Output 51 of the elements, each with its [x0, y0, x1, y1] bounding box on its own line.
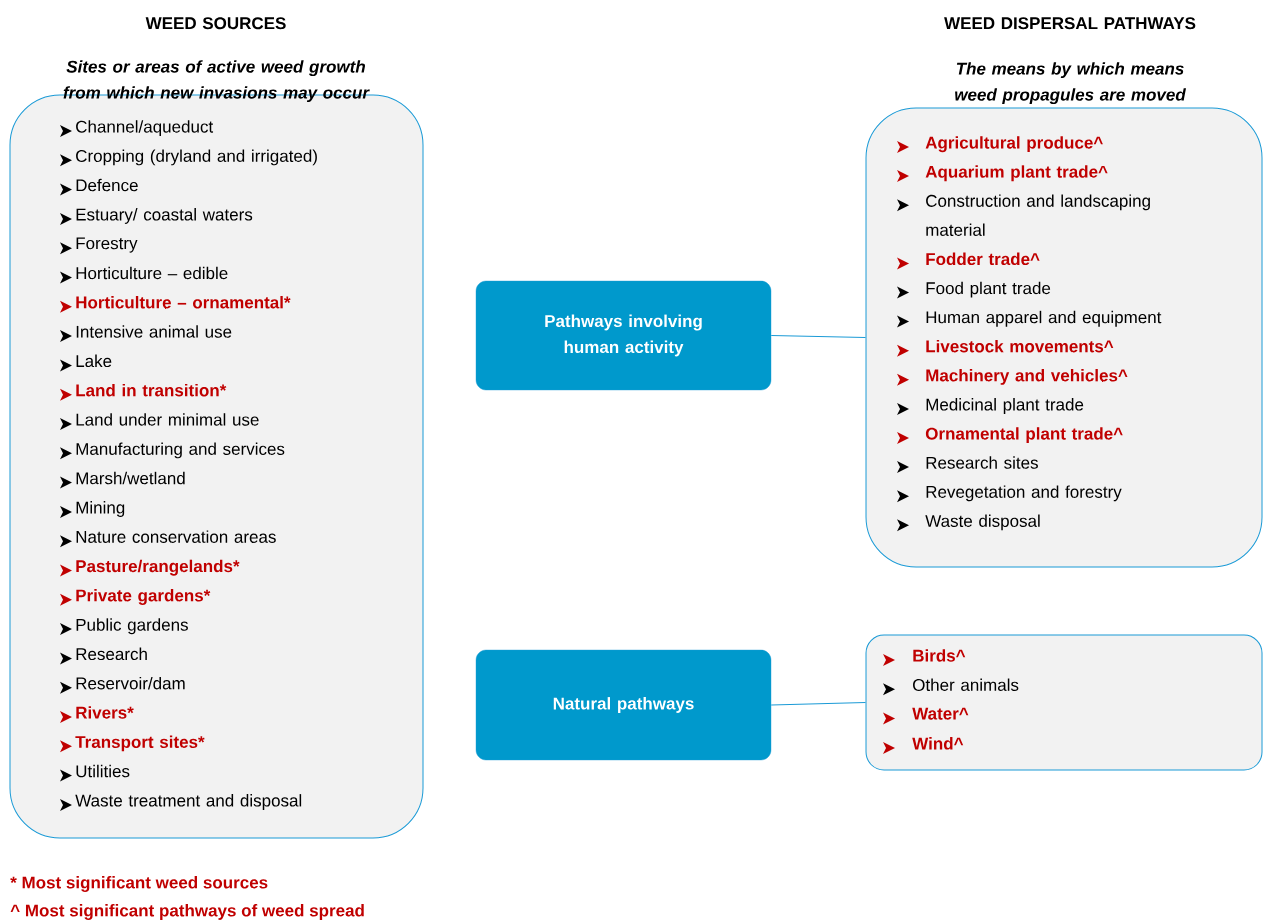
list-item: Private gardens* — [76, 589, 211, 605]
list-item: Fodder trade^ — [926, 252, 1040, 266]
list-item: Manufacturing and services — [76, 442, 285, 459]
list-item: Estuary/ coastal waters — [76, 208, 253, 224]
list-item: Food plant trade — [926, 281, 1051, 298]
list-item: Human apparel and equipment — [926, 310, 1162, 327]
list-item: Cropping (dryland and irrigated) — [76, 149, 317, 166]
list-item: Water^ — [912, 707, 969, 720]
heading: WEED SOURCES — [145, 17, 286, 30]
list-item: Revegetation and forestry — [926, 485, 1122, 502]
list-item: Pasture/rangelands* — [76, 559, 240, 576]
list-item: Rivers* — [76, 706, 134, 719]
connector-line — [770, 335, 866, 338]
list-item: Aquarium plant trade^ — [925, 165, 1108, 182]
list-item: Ornamental plant trade^ — [925, 427, 1123, 444]
list-item: Research sites — [926, 456, 1038, 469]
list-item: Machinery and vehicles^ — [926, 369, 1128, 385]
heading: WEED DISPERSAL PATHWAYS — [944, 17, 1196, 30]
list-item: Marsh/wetland — [76, 471, 185, 485]
subheading: The means by which means weed propagules are moved — [955, 62, 1186, 105]
list-item: Medicinal plant trade — [926, 398, 1084, 414]
footnote: * Most significant weed sources — [10, 876, 268, 892]
list-item: Research — [76, 647, 147, 661]
list-item: Livestock movements^ — [926, 339, 1114, 353]
list-item: Horticulture – ornamental* — [76, 296, 291, 309]
list-item: Waste treatment and disposal — [75, 794, 302, 810]
list-item: Public gardens — [76, 618, 188, 635]
list-item: Land under minimal use — [76, 413, 259, 426]
list-item: Land in transition* — [76, 383, 227, 397]
list-item: Other animals — [913, 678, 1019, 691]
process-box: Natural pathways — [475, 649, 772, 761]
subheading: Sites or areas of active weed growth from which new invasions may occur — [63, 60, 370, 103]
list-item: Birds^ — [913, 649, 966, 662]
list-item: Channel/aqueduct — [76, 120, 214, 137]
connector-line — [770, 702, 866, 706]
list-item: Horticulture – edible — [76, 266, 228, 280]
list-item: Reservoir/dam — [76, 676, 185, 690]
list-item: Utilities — [76, 764, 130, 778]
list-item: Transport sites* — [75, 735, 205, 752]
list-item: Intensive animal use — [76, 325, 232, 338]
process-box: Pathways involving human activity — [475, 280, 772, 391]
list-item: Waste disposal — [925, 514, 1040, 531]
footnote: ^ Most significant pathways of weed spread — [10, 904, 364, 920]
list-item: Forestry — [76, 237, 138, 253]
list-item: Defence — [76, 178, 138, 192]
list-item: Wind^ — [912, 737, 964, 750]
list-item: Mining — [76, 501, 125, 517]
list-item: Agricultural produce^ — [925, 136, 1103, 153]
list-item: Construction and landscaping material — [926, 194, 1150, 236]
list-item: Lake — [76, 354, 112, 368]
list-item: Nature conservation areas — [76, 530, 276, 543]
